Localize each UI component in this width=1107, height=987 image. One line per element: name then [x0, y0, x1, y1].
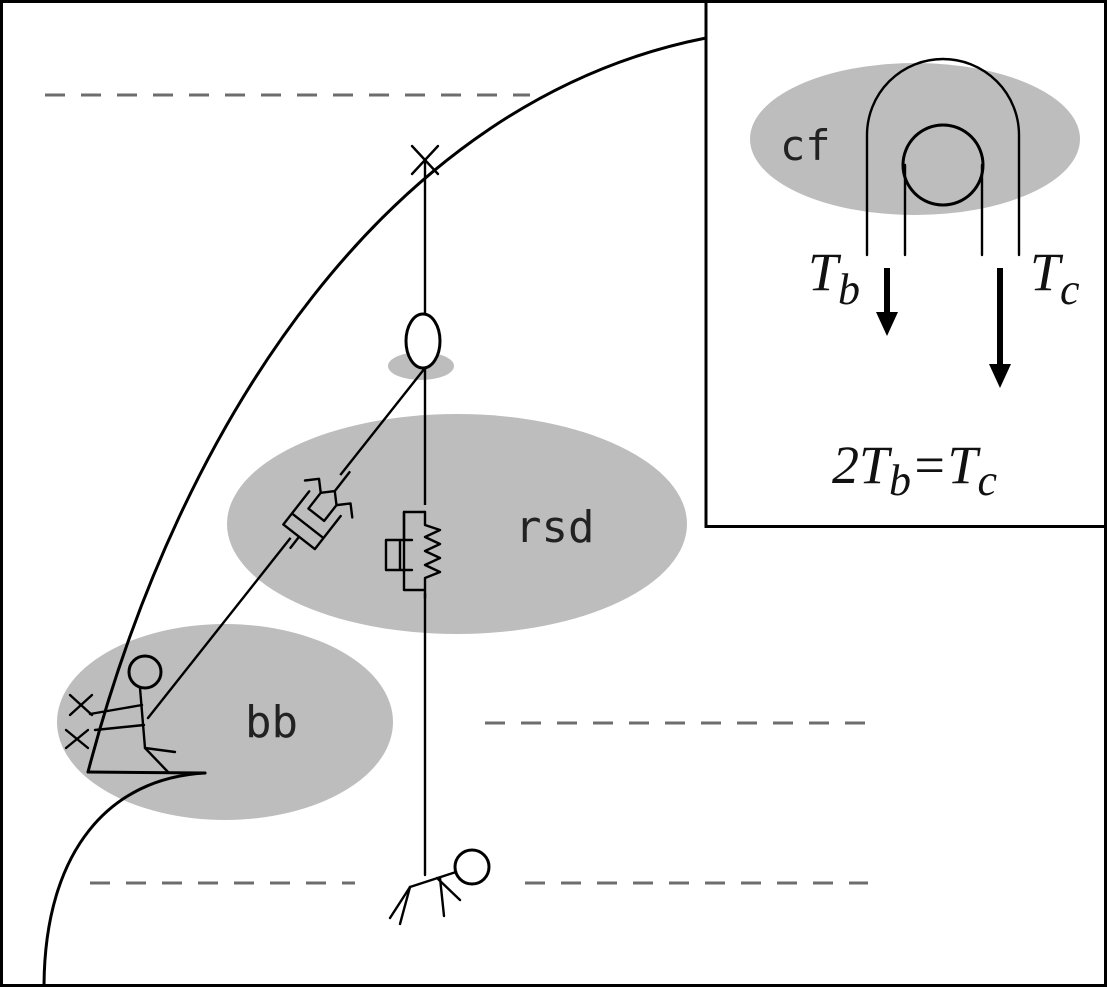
wall-anchor-cross-1 — [68, 693, 94, 717]
top-anchor-cross — [410, 144, 440, 176]
tension-belayer-label: Tb — [808, 242, 860, 314]
rock-wall-lower — [42, 771, 207, 987]
tension-climber-label: Tc — [1030, 242, 1080, 314]
arrow-belayer-tension-head — [876, 312, 898, 336]
bb-label: bb — [245, 697, 298, 748]
belayer-figure — [88, 654, 177, 774]
bb-zone — [57, 624, 393, 820]
arrow-climber-tension-head — [989, 364, 1011, 388]
rsd-zone — [227, 414, 687, 634]
tension-equation: 2Tb=Tc — [832, 435, 998, 505]
carabiner-oval — [404, 312, 442, 370]
rope-outer-wrap — [865, 57, 1021, 257]
wall-anchor-cross-2 — [64, 728, 90, 750]
cf-label: cf — [780, 121, 831, 170]
cf-zone — [750, 63, 1080, 215]
rock-wall-upper — [86, 36, 708, 774]
diagonal-spring-damper — [279, 466, 361, 554]
rsd-label: rsd — [515, 502, 594, 553]
climber-figure — [388, 848, 491, 926]
belay-rope — [146, 366, 427, 720]
inset-panel: cf Tb Tc 2Tb=Tc — [704, 0, 1107, 528]
vertical-spring-damper — [384, 505, 454, 600]
belay-ledge — [86, 770, 207, 775]
